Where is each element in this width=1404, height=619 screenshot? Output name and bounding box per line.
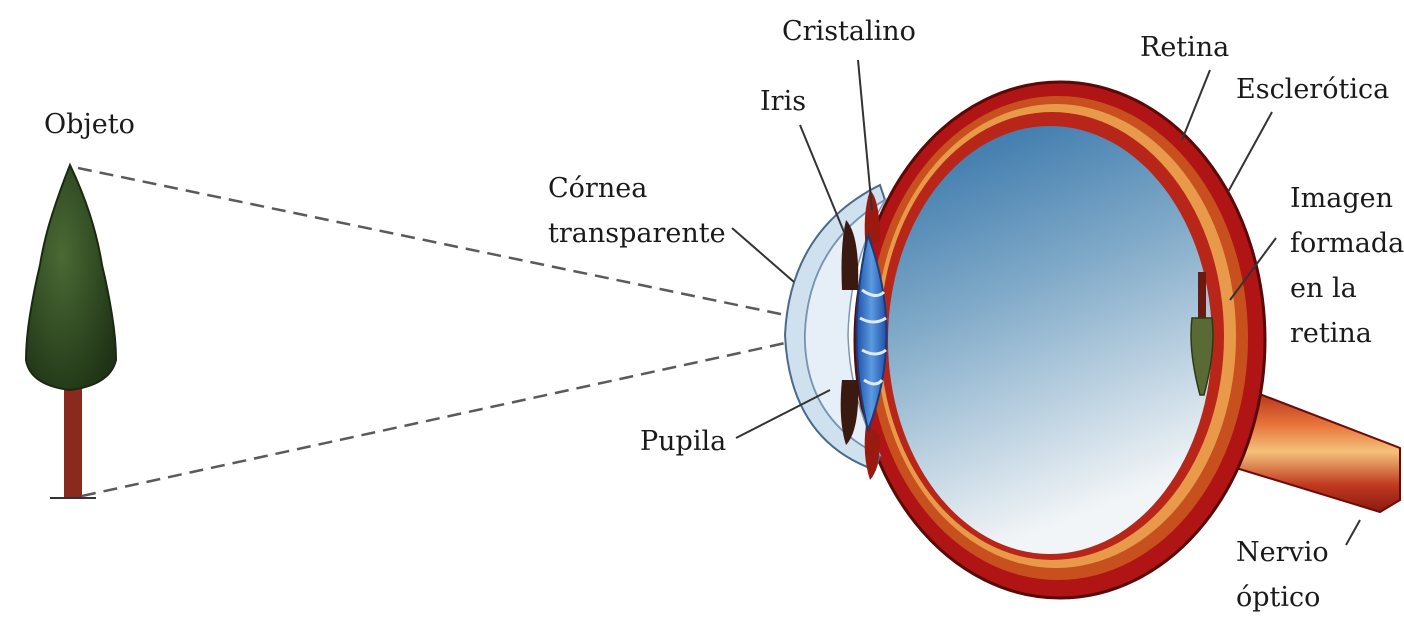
pointer-retina xyxy=(1182,70,1210,140)
pointer-cristalino xyxy=(858,60,872,210)
label-iris: Iris xyxy=(760,86,806,117)
pointer-nervio xyxy=(1346,520,1360,545)
label-nervio-line1: Nervio xyxy=(1236,537,1329,568)
ray-bottom xyxy=(82,342,790,496)
label-imagen-line1: Imagen xyxy=(1290,183,1393,214)
retina-image-trunk xyxy=(1198,272,1206,322)
label-imagen-line3: en la xyxy=(1290,273,1357,304)
front-eye xyxy=(785,185,887,480)
label-cornea-line2: transparente xyxy=(548,218,726,249)
pointer-iris xyxy=(800,125,844,232)
label-retina: Retina xyxy=(1140,32,1229,63)
label-objeto: Objeto xyxy=(44,109,135,140)
label-cristalino: Cristalino xyxy=(782,16,916,47)
label-imagen-line2: formada xyxy=(1290,228,1404,259)
label-imagen-line4: retina xyxy=(1290,318,1372,349)
pointer-esclerotica xyxy=(1228,112,1272,192)
tree-trunk xyxy=(64,380,82,498)
pointer-cornea xyxy=(732,228,794,282)
label-nervio-line2: óptico xyxy=(1236,582,1320,613)
tree-foliage xyxy=(26,165,116,390)
label-pupila: Pupila xyxy=(640,426,726,457)
label-esclerotica: Esclerótica xyxy=(1236,74,1389,105)
vitreous-humor xyxy=(888,126,1212,554)
label-cornea-line1: Córnea xyxy=(548,173,647,204)
tree-object xyxy=(26,165,116,498)
